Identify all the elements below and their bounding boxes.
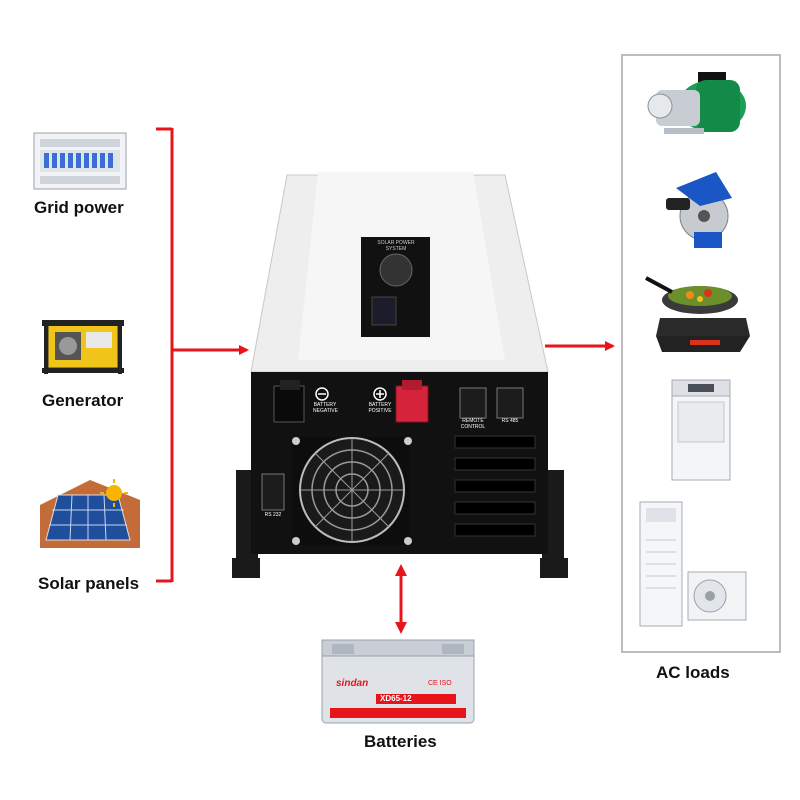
source-label-generator: Generator <box>42 391 124 410</box>
solar-panel-icon <box>40 479 140 548</box>
port-rs232-label: RS 232 <box>264 512 282 518</box>
inverter-unit <box>232 172 568 578</box>
port-remote-label: REMOTE CONTROL <box>460 418 486 430</box>
battery-mark: CE ISO <box>428 680 452 687</box>
ac-loads-label: AC loads <box>656 663 730 682</box>
source-label-solar: Solar panels <box>38 574 140 593</box>
battery-label: Batteries <box>364 732 437 751</box>
washing-machine-icon <box>671 379 731 481</box>
battery-icon <box>321 639 475 724</box>
battery-brand: sindan <box>336 678 369 689</box>
input-connector <box>156 127 249 583</box>
terminal-negative-label: BATTERY NEGATIVE <box>313 402 338 414</box>
breaker-panel-icon <box>33 132 127 190</box>
ac-loads-frame <box>621 54 781 653</box>
source-label-grid: Grid power <box>34 198 124 217</box>
cooling-fan-icon <box>292 437 412 545</box>
circular-saw-icon <box>666 172 732 248</box>
terminal-positive-label: BATTERY POSITIVE <box>368 402 392 414</box>
panel-title: SOLAR POWER SYSTEM <box>377 240 415 252</box>
air-conditioner-icon <box>639 501 747 627</box>
battery-model: XD65-12 <box>380 694 412 703</box>
induction-cooker-icon <box>645 276 750 352</box>
port-rs485-label: RS 485 <box>501 418 519 424</box>
water-pump-icon <box>647 72 746 134</box>
generator-icon <box>42 320 124 374</box>
